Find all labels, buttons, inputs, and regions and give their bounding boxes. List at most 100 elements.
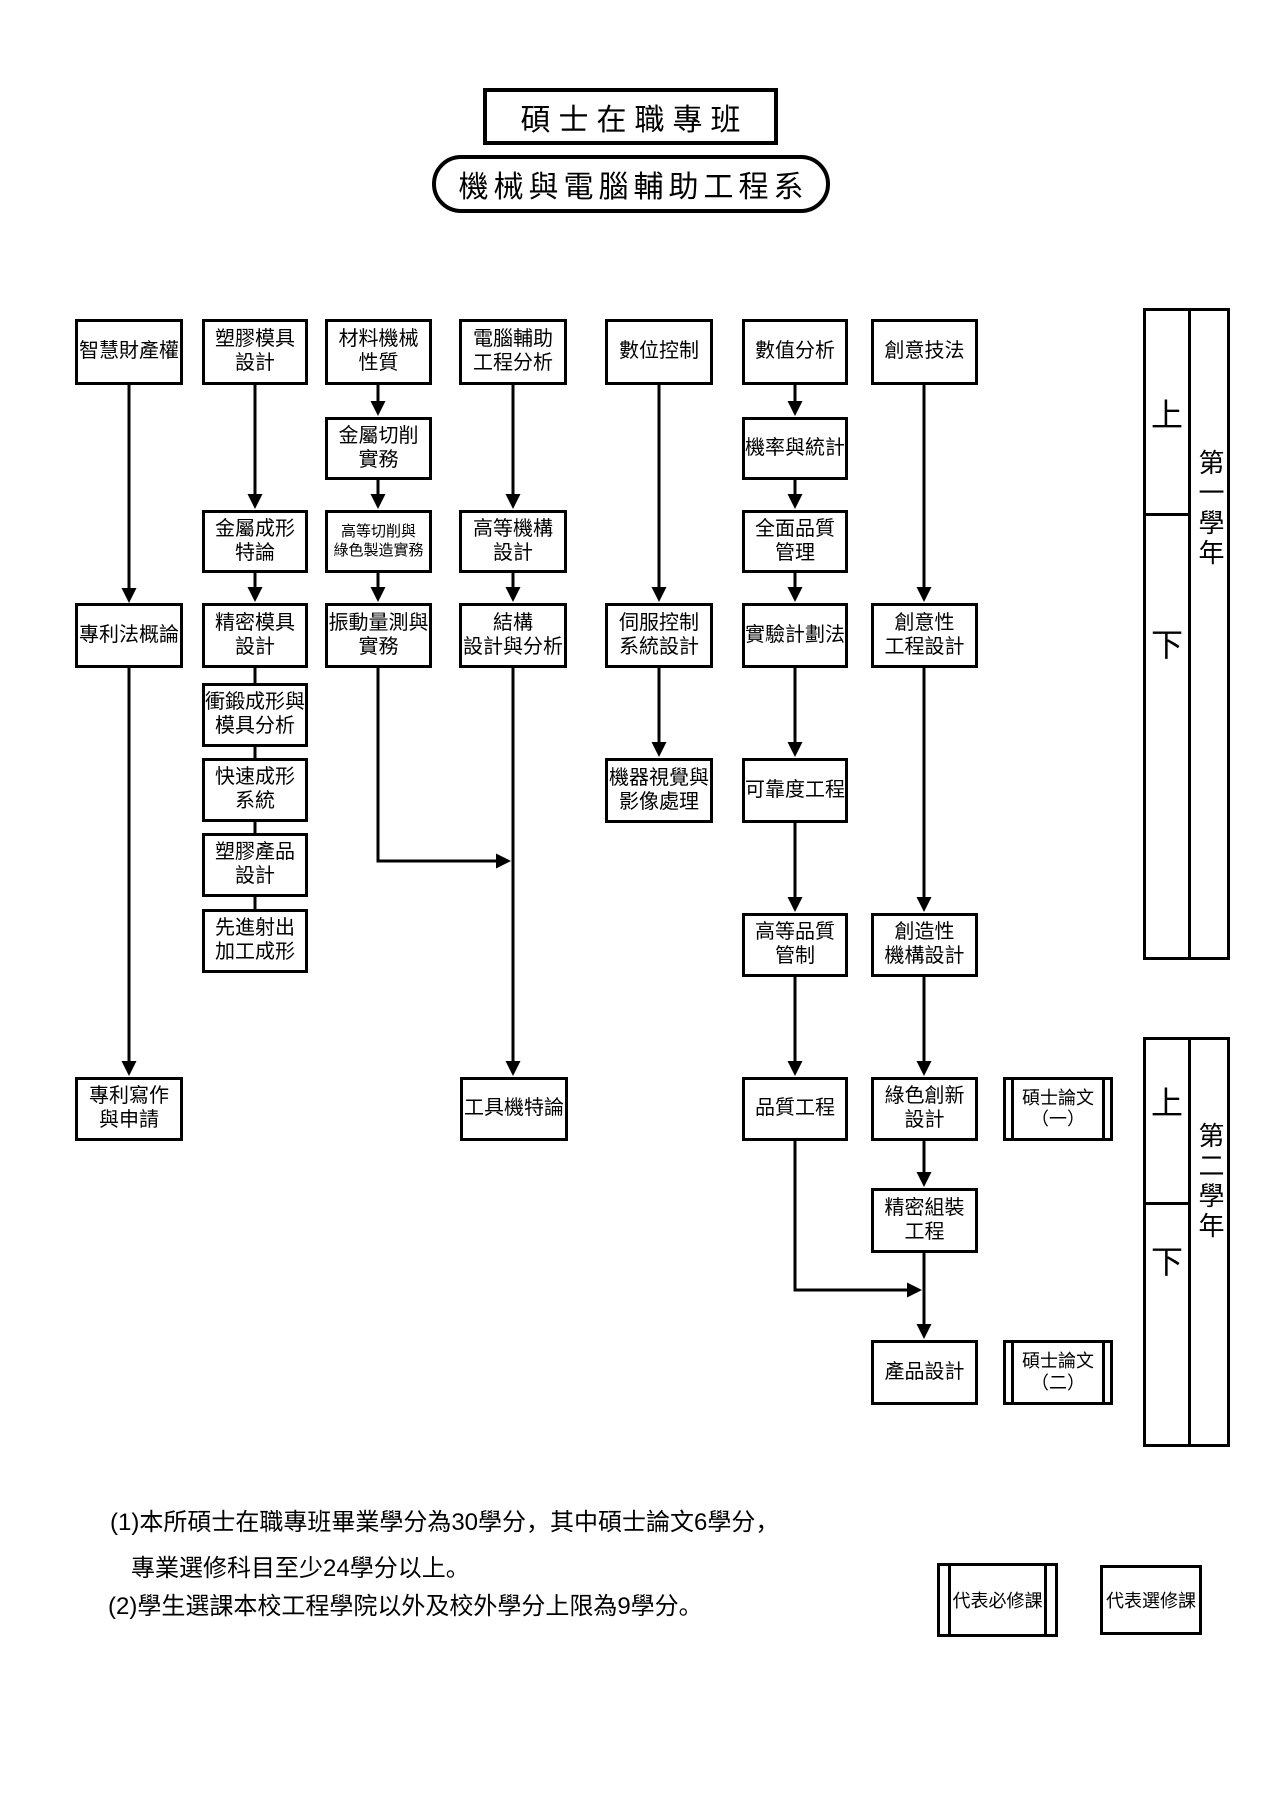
course-total-quality-management: 全面品質 管理 <box>742 510 848 573</box>
course-label: 創造性 機構設計 <box>884 921 965 967</box>
thesis-double-bar-right <box>1102 1343 1105 1402</box>
course-label: 碩士論文 （一） <box>1022 1087 1094 1129</box>
thesis-double-bar-left <box>1011 1343 1014 1402</box>
course-label: 高等機構 設計 <box>473 517 553 564</box>
course-precision-assembly: 精密組裝 工程 <box>871 1188 978 1253</box>
course-metal-forming: 金屬成形 特論 <box>202 510 308 573</box>
program-title-box: 碩士在職專班 <box>483 88 778 145</box>
legend-required-label: 代表必修課 <box>952 1591 1043 1611</box>
course-label: 工具機特論 <box>464 1097 564 1120</box>
course-structural-design-analysis: 結構 設計與分析 <box>459 603 567 668</box>
course-cae-analysis: 電腦輔助 工程分析 <box>459 319 567 385</box>
course-label: 專利法概論 <box>79 623 179 646</box>
course-digital-control: 數位控制 <box>605 319 713 385</box>
course-label: 品質工程 <box>755 1097 835 1120</box>
course-metal-cutting-practice: 金屬切削 實務 <box>325 417 432 480</box>
course-label: 創意性 工程設計 <box>884 611 965 658</box>
course-creative-mechanism-design: 創造性 機構設計 <box>871 913 978 977</box>
course-patent-law: 專利法概論 <box>75 603 183 668</box>
edge-vibration-to-structure-line <box>376 668 511 869</box>
course-label: 伺服控制 系統設計 <box>619 611 699 658</box>
course-label: 結構 設計與分析 <box>463 611 563 658</box>
year1-semester-divider <box>1146 513 1188 516</box>
course-label: 材料機械 性質 <box>338 328 419 374</box>
course-label: 綠色創新 設計 <box>884 1085 965 1131</box>
course-machine-vision: 機器視覺與 影像處理 <box>605 758 713 823</box>
year2-semester-divider <box>1146 1202 1188 1205</box>
footnote-1-continued: 專業選修科目至少24學分以上。 <box>131 1555 470 1582</box>
year1-upper-semester-label: 上 <box>1150 397 1183 433</box>
course-plastic-product-design: 塑膠產品 設計 <box>202 833 308 897</box>
course-master-thesis-1: 碩士論文 （一） <box>1003 1077 1113 1141</box>
thesis-double-bar-right <box>1102 1080 1105 1138</box>
course-advanced-injection-molding: 先進射出 加工成形 <box>202 909 308 973</box>
course-reliability-engineering: 可靠度工程 <box>742 758 848 823</box>
course-quality-engineering: 品質工程 <box>742 1077 848 1141</box>
course-label: 數位控制 <box>619 340 699 363</box>
course-label: 先進射出 加工成形 <box>215 917 295 963</box>
year2-label: 第二學年 <box>1195 1122 1225 1242</box>
course-label: 精密模具 設計 <box>215 611 295 658</box>
year2-vertical-divider <box>1188 1040 1191 1444</box>
course-machine-tool: 工具機特論 <box>460 1077 568 1141</box>
year1-lower-semester-label: 下 <box>1150 627 1183 663</box>
course-precision-mold-design: 精密模具 設計 <box>202 603 308 668</box>
course-master-thesis-2: 碩士論文 （二） <box>1003 1340 1113 1405</box>
footnote-2: (2)學生選課本校工程學院以外及校外學分上限為9學分。 <box>108 1593 703 1620</box>
course-experiment-planning: 實驗計劃法 <box>742 603 848 668</box>
course-label: 數值分析 <box>755 340 835 363</box>
course-label: 高等品質 管制 <box>755 921 835 967</box>
course-numerical-analysis: 數值分析 <box>742 319 848 385</box>
course-label: 振動量測與 實務 <box>328 611 429 658</box>
program-title: 碩士在職專班 <box>520 103 749 137</box>
course-label: 可靠度工程 <box>745 778 845 801</box>
thesis-double-bar-left <box>1011 1080 1014 1138</box>
course-label: 產品設計 <box>884 1360 965 1383</box>
course-label: 金屬切削 實務 <box>338 424 419 471</box>
legend-elective-label: 代表選修課 <box>1106 1591 1196 1611</box>
course-rapid-prototyping: 快速成形 系統 <box>202 758 308 822</box>
legend-double-bar-left <box>948 1566 951 1634</box>
course-advanced-mechanism-design: 高等機構 設計 <box>459 510 567 573</box>
year2-panel: 上 下 第二學年 <box>1143 1037 1230 1447</box>
course-label: 實驗計劃法 <box>745 623 845 646</box>
course-patent-writing: 專利寫作 與申請 <box>75 1077 183 1141</box>
course-label: 塑膠模具 設計 <box>215 328 295 374</box>
legend-elective-course: 代表選修課 <box>1100 1565 1202 1635</box>
course-label: 機器視覺與 影像處理 <box>609 766 709 813</box>
course-creative-engineering-design: 創意性 工程設計 <box>871 603 978 668</box>
course-intellectual-property: 智慧財產權 <box>75 319 183 385</box>
course-servo-control-system: 伺服控制 系統設計 <box>605 603 713 668</box>
legend-required-course: 代表必修課 <box>937 1563 1058 1637</box>
course-label: 快速成形 系統 <box>215 766 295 812</box>
course-label: 碩士論文 （二） <box>1022 1351 1094 1393</box>
course-vibration-measurement: 振動量測與 實務 <box>325 603 432 668</box>
course-product-design: 產品設計 <box>871 1340 978 1405</box>
course-stamp-forging-mold-analysis: 衝鍛成形與 模具分析 <box>202 683 308 747</box>
year1-panel: 上 下 第一學年 <box>1143 308 1230 960</box>
course-advanced-quality-control: 高等品質 管制 <box>742 913 848 977</box>
course-label: 創意技法 <box>884 340 965 363</box>
course-label: 智慧財產權 <box>79 340 179 363</box>
course-label: 衝鍛成形與 模具分析 <box>205 691 305 737</box>
course-material-mechanics: 材料機械 性質 <box>325 319 432 385</box>
course-advanced-cutting-green-mfg: 高等切削與 綠色製造實務 <box>325 510 432 573</box>
department-title-box: 機械與電腦輔助工程系 <box>432 155 830 213</box>
course-label: 電腦輔助 工程分析 <box>473 328 553 374</box>
year1-label: 第一學年 <box>1195 449 1225 569</box>
course-label: 機率與統計 <box>745 436 845 459</box>
course-plastic-mold-design: 塑膠模具 設計 <box>202 319 308 385</box>
department-title: 機械與電腦輔助工程系 <box>458 171 809 204</box>
footnote-1: (1)本所碩士在職專班畢業學分為30學分，其中碩士論文6學分， <box>110 1509 780 1536</box>
year2-lower-semester-label: 下 <box>1150 1244 1183 1280</box>
course-creative-techniques: 創意技法 <box>871 319 978 385</box>
legend-double-bar-right <box>1044 1566 1047 1634</box>
course-label: 金屬成形 特論 <box>215 517 295 564</box>
year2-upper-semester-label: 上 <box>1150 1085 1183 1121</box>
course-label: 專利寫作 與申請 <box>89 1085 169 1131</box>
course-label: 全面品質 管理 <box>755 517 835 564</box>
course-green-innovation-design: 綠色創新 設計 <box>871 1077 978 1141</box>
year1-vertical-divider <box>1188 311 1191 957</box>
